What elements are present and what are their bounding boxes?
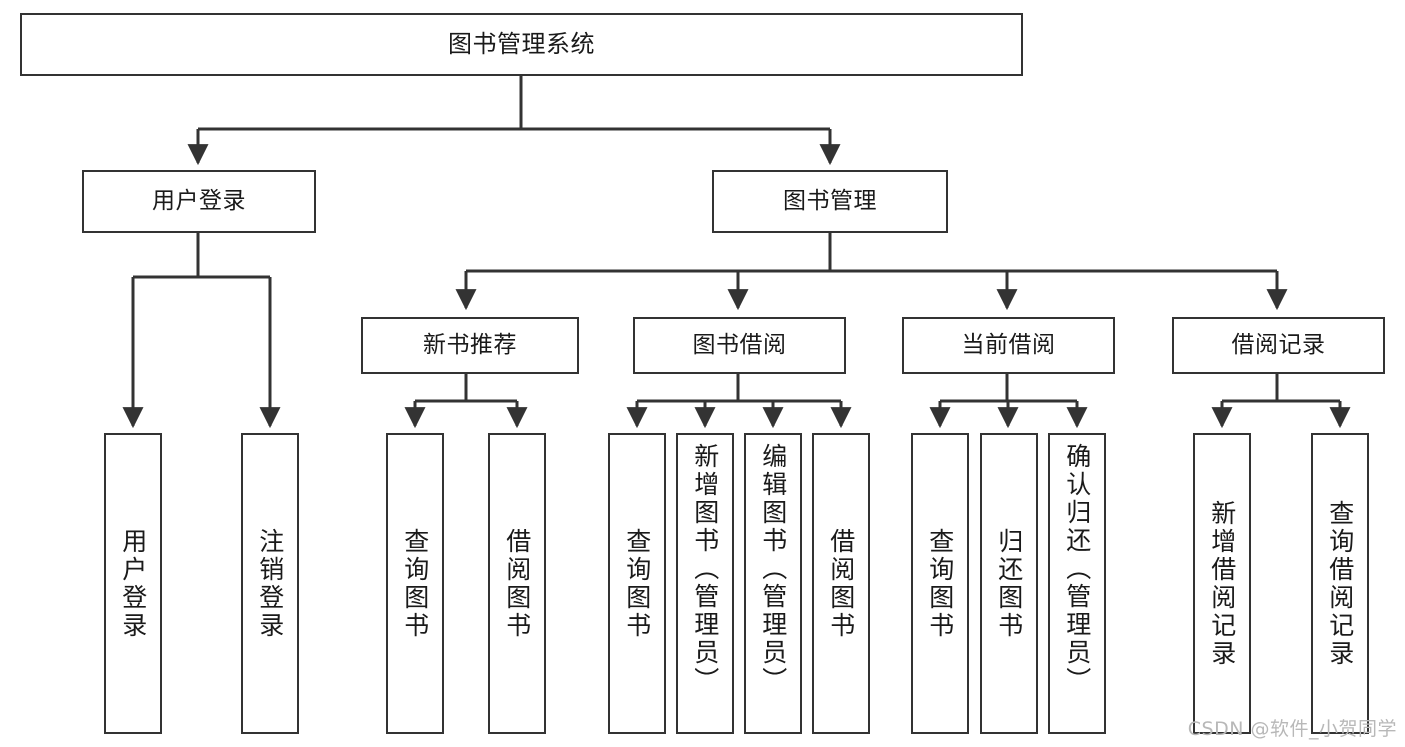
node-leaf-borrow-book-new-label: 借阅图书 <box>502 527 532 640</box>
node-leaf-borrow-book[interactable]: 借阅图书 <box>812 433 870 734</box>
node-root-system[interactable]: 图书管理系统 <box>20 13 1023 76</box>
node-leaf-query-book-borrow-label: 查询图书 <box>622 527 652 640</box>
node-leaf-edit-book-admin-label: 编辑图书（管理员） <box>758 443 788 695</box>
node-leaf-query-book-current[interactable]: 查询图书 <box>911 433 969 734</box>
node-leaf-query-book-borrow[interactable]: 查询图书 <box>608 433 666 734</box>
node-leaf-confirm-return-admin[interactable]: 确认归还（管理员） <box>1048 433 1106 734</box>
node-leaf-add-borrow-record[interactable]: 新增借阅记录 <box>1193 433 1251 734</box>
node-root-system-label: 图书管理系统 <box>448 30 595 59</box>
node-leaf-query-borrow-record[interactable]: 查询借阅记录 <box>1311 433 1369 734</box>
node-user-login-label: 用户登录 <box>152 187 246 214</box>
node-leaf-borrow-book-new[interactable]: 借阅图书 <box>488 433 546 734</box>
node-leaf-add-book-admin-label: 新增图书（管理员） <box>690 443 720 695</box>
node-leaf-add-book-admin[interactable]: 新增图书（管理员） <box>676 433 734 734</box>
node-leaf-add-borrow-record-label: 新增借阅记录 <box>1207 499 1237 668</box>
node-leaf-return-book-label: 归还图书 <box>994 527 1024 640</box>
node-user-login[interactable]: 用户登录 <box>82 170 316 233</box>
node-borrow-record[interactable]: 借阅记录 <box>1172 317 1385 374</box>
node-leaf-query-book-current-label: 查询图书 <box>925 527 955 640</box>
node-current-borrow[interactable]: 当前借阅 <box>902 317 1115 374</box>
node-leaf-query-borrow-record-label: 查询借阅记录 <box>1325 499 1355 668</box>
node-leaf-return-book[interactable]: 归还图书 <box>980 433 1038 734</box>
node-new-book-recommend[interactable]: 新书推荐 <box>361 317 579 374</box>
node-book-borrow[interactable]: 图书借阅 <box>633 317 846 374</box>
node-current-borrow-label: 当前借阅 <box>961 331 1056 358</box>
node-leaf-query-book-new-label: 查询图书 <box>400 527 430 640</box>
node-book-management[interactable]: 图书管理 <box>712 170 948 233</box>
node-new-book-recommend-label: 新书推荐 <box>423 331 517 358</box>
node-leaf-user-login[interactable]: 用户登录 <box>104 433 162 734</box>
node-borrow-record-label: 借阅记录 <box>1231 331 1326 358</box>
node-leaf-query-book-new[interactable]: 查询图书 <box>386 433 444 734</box>
node-book-management-label: 图书管理 <box>783 187 877 214</box>
node-book-borrow-label: 图书借阅 <box>692 331 787 358</box>
node-leaf-logout[interactable]: 注销登录 <box>241 433 299 734</box>
node-leaf-logout-label: 注销登录 <box>255 527 285 640</box>
node-leaf-borrow-book-label: 借阅图书 <box>826 527 856 640</box>
node-leaf-confirm-return-admin-label: 确认归还（管理员） <box>1062 443 1092 695</box>
node-leaf-user-login-label: 用户登录 <box>118 527 148 640</box>
csdn-watermark: CSDN @软件_小贺同学 <box>1187 718 1397 740</box>
node-leaf-edit-book-admin[interactable]: 编辑图书（管理员） <box>744 433 802 734</box>
